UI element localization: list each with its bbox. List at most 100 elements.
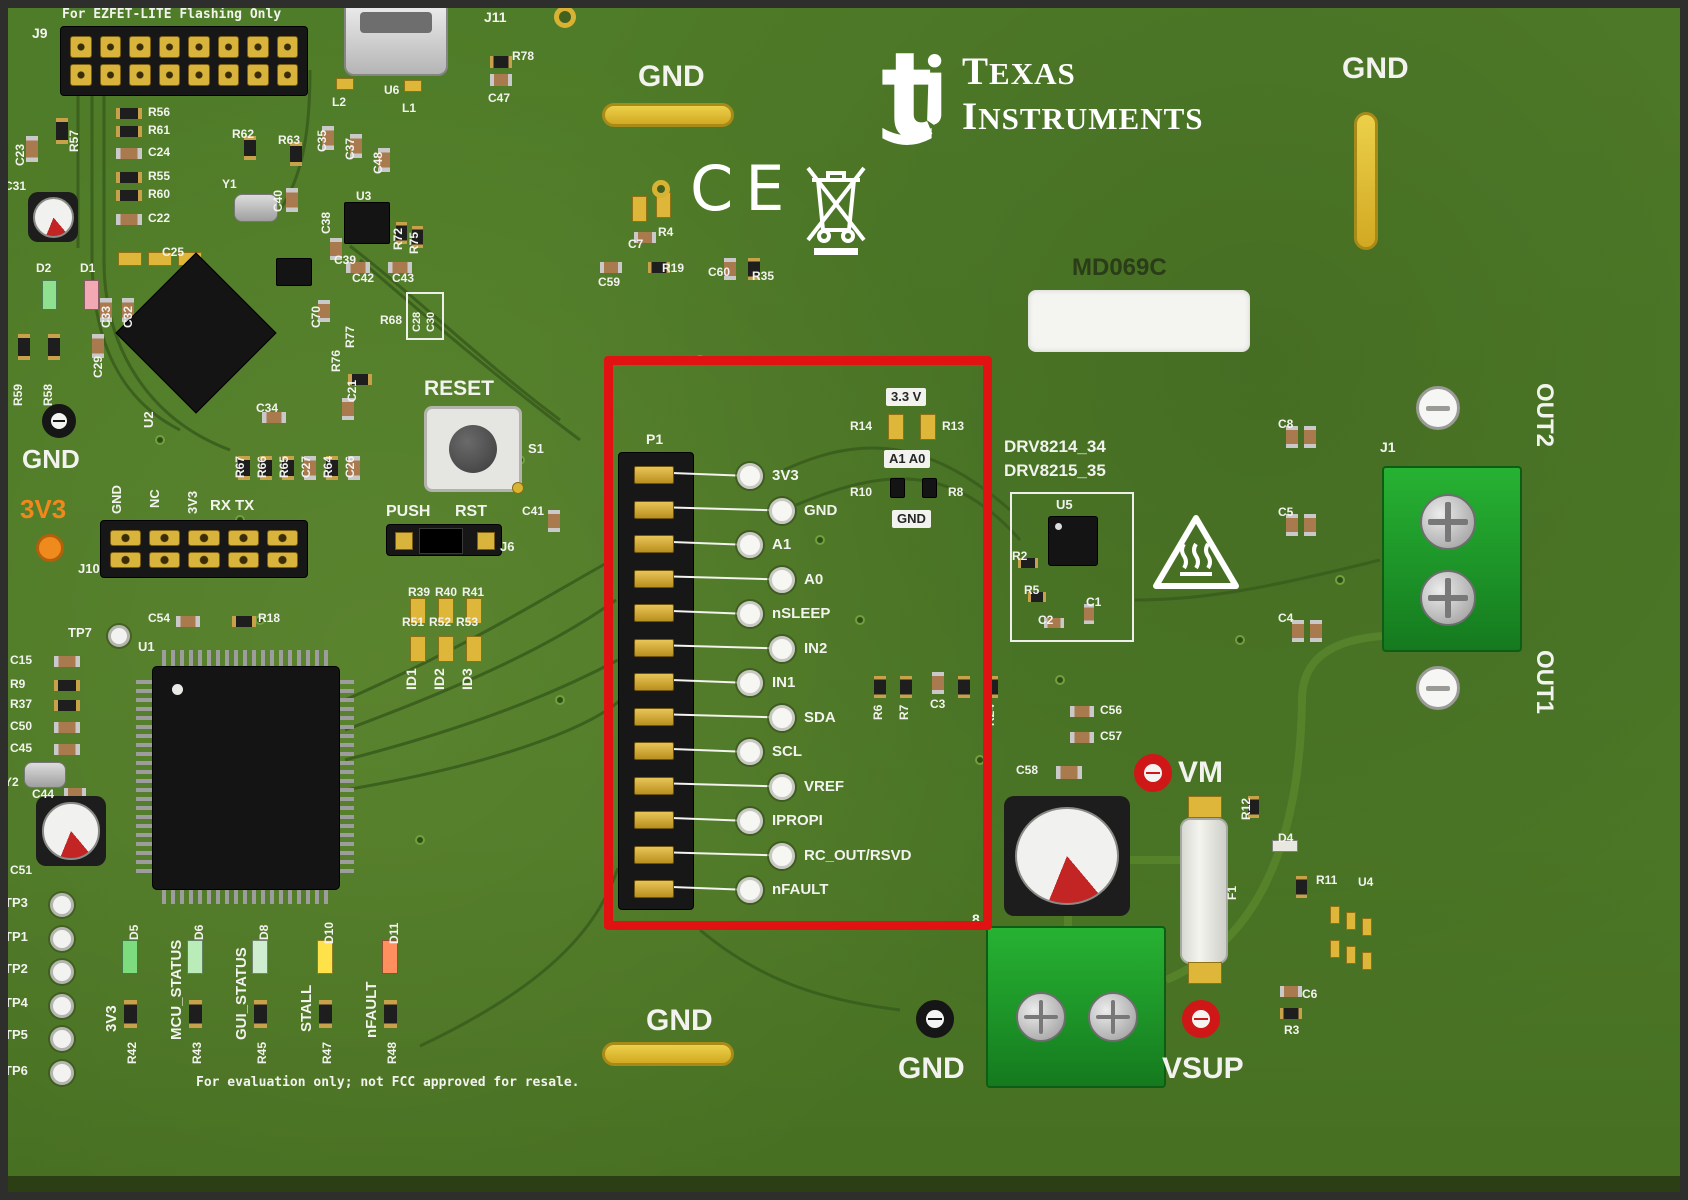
silk-label-d2: D2: [36, 261, 52, 275]
u5-outline: [1010, 492, 1134, 642]
j10-header: [100, 520, 308, 578]
silk-label-reset: RESET: [424, 377, 495, 400]
component-pad: [404, 80, 422, 92]
silk-label-c27: C27: [299, 455, 313, 478]
component-cap: [176, 616, 200, 627]
silk-label-gnd: GND: [22, 444, 80, 474]
component-led: [252, 940, 268, 974]
component-xtal: [24, 762, 66, 788]
silk-label-c7: C7: [628, 237, 644, 251]
silk-label-tp4: TP4: [8, 995, 28, 1010]
board: TEXAS INSTRUMENTS CE: [8, 8, 1680, 1192]
component-res: [490, 56, 512, 68]
silk-label-r48: R48: [385, 1041, 399, 1064]
header-pin: [276, 36, 298, 58]
u1-pins-left: [136, 680, 152, 874]
component-cap: [54, 656, 80, 667]
header-pin: [217, 36, 239, 58]
silk-label-r37: R37: [10, 697, 33, 711]
silk-label-c50: C50: [10, 719, 33, 733]
component-cap: [1310, 620, 1322, 642]
component-cap: [1292, 620, 1304, 642]
silk-label-push: PUSH: [386, 503, 431, 520]
component-res: [116, 108, 142, 119]
silk-label-c38: C38: [319, 211, 333, 234]
silk-label-c40: C40: [271, 189, 285, 212]
silk-label-drv8214-34: DRV8214_34: [1004, 437, 1106, 456]
silk-label-c41: C41: [522, 504, 545, 518]
jumper-cap: [419, 528, 463, 554]
silk-label-r72: R72: [391, 227, 405, 250]
component-pad: [410, 598, 426, 624]
silk-label-c29: C29: [91, 355, 105, 378]
component-cap: [346, 262, 370, 273]
u5-pin1-dot: [1055, 523, 1062, 530]
component-xtal: [234, 194, 278, 222]
component-cap: [1304, 426, 1316, 448]
silk-label-r51: R51: [402, 615, 425, 629]
component-res: [18, 334, 30, 360]
component-cap: [1070, 732, 1094, 743]
component-pad: [118, 252, 142, 266]
3v3-testpoint: [36, 534, 64, 562]
silk-label-r52: R52: [429, 615, 452, 629]
component-pad: [632, 196, 647, 222]
silk-label-d1: D1: [80, 261, 96, 275]
silk-label-c26: C26: [343, 455, 357, 478]
component-res: [54, 700, 80, 711]
component-led: [42, 280, 57, 310]
u1-pins-right: [338, 680, 354, 874]
out1-wire-hole: [1416, 666, 1460, 710]
silk-label-r55: R55: [148, 169, 171, 183]
brand-line1: TEXAS: [962, 50, 1076, 93]
silk-label-vsup: VSUP: [1162, 1052, 1244, 1085]
silk-label-c8: C8: [1278, 417, 1294, 431]
component-led: [382, 940, 398, 974]
silk-label-c6: C6: [1302, 987, 1318, 1001]
silk-label-r45: R45: [255, 1041, 269, 1064]
component-res: [54, 680, 80, 691]
component-res: [1280, 1008, 1302, 1019]
silk-label-u3: U3: [356, 189, 372, 203]
fuse-pad-top: [1188, 796, 1222, 818]
component-res: [384, 1000, 397, 1028]
silk-label-c15: C15: [10, 653, 33, 667]
silk-label-c60: C60: [708, 265, 731, 279]
component-res: [282, 456, 294, 480]
header-pin: [247, 36, 269, 58]
gnd-testpoint-bottom: [916, 1000, 954, 1038]
silk-label-r40: R40: [435, 585, 458, 599]
silk-label-c33: C33: [99, 305, 113, 328]
silk-label-j1: J1: [1380, 439, 1396, 455]
silk-label-c22: C22: [148, 211, 171, 225]
component-cap: [1070, 706, 1094, 717]
component-cap: [286, 188, 298, 212]
component-cap: [378, 148, 390, 172]
model-plate: [1028, 290, 1250, 352]
component-res: [748, 258, 760, 280]
ce-mark: CE: [690, 152, 797, 225]
component-cap: [1280, 986, 1302, 997]
silk-label-r47: R47: [320, 1041, 334, 1064]
component-ecap: [28, 192, 78, 242]
brand-line2: INSTRUMENTS: [962, 94, 1204, 138]
silk-label-r11: R11: [1316, 873, 1338, 887]
component-res: [232, 616, 256, 627]
silk-label-tp3: TP3: [8, 895, 28, 910]
header-pin: [227, 552, 259, 568]
component-res: [1296, 876, 1307, 898]
testpoint-tp2: [50, 960, 74, 984]
silk-label-c56: C56: [1100, 703, 1123, 717]
silk-label-y1: Y1: [222, 177, 237, 191]
silk-label-c24: C24: [148, 145, 171, 159]
silk-label-c59: C59: [598, 275, 621, 289]
silk-label-c37: C37: [343, 137, 357, 160]
ti-brand-text: TEXAS INSTRUMENTS: [962, 50, 1204, 140]
header-pin: [188, 530, 220, 546]
fuse-f1: [1180, 818, 1228, 964]
testpoint-tp6: [50, 1061, 74, 1085]
silk-label-r62: R62: [232, 127, 255, 141]
silk-label-stall: STALL: [298, 984, 315, 1032]
component-pad: [1362, 918, 1372, 936]
silk-label-c48: C48: [371, 151, 385, 174]
